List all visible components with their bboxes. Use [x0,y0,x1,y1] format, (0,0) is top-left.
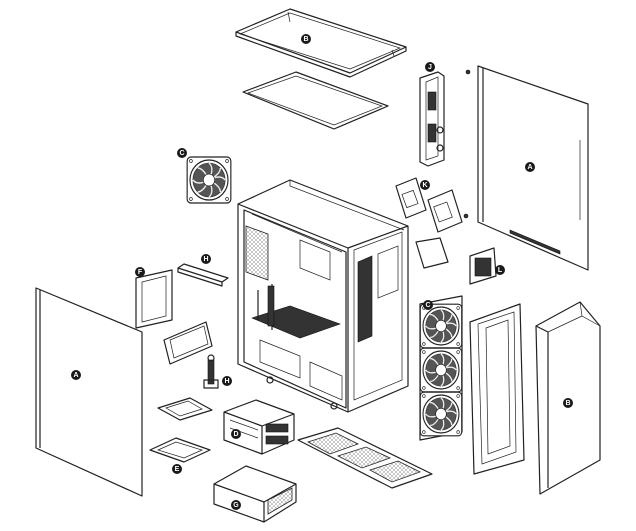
dust-filter-sheet [242,71,389,130]
bottom-filter [297,427,433,489]
svg-text:E: E [175,466,180,473]
hdd-cage [223,399,295,455]
callout-h-top: H [201,254,211,264]
svg-text:G: G [233,502,239,509]
svg-text:K: K [422,182,427,189]
radiator-bracket [419,69,471,219]
callout-j: J [425,62,435,72]
callout-c-front: C [423,300,433,310]
svg-text:C: C [425,302,430,309]
callout-b-top: B [301,34,311,44]
callout-f: F [135,267,145,277]
bracket-h [177,263,229,287]
svg-text:A: A [73,372,78,379]
svg-text:B: B [303,36,308,43]
plate-e [149,437,211,463]
callout-a-left: A [71,370,81,380]
svg-text:H: H [224,378,229,385]
callout-a-right: A [525,162,535,172]
standoff-h [203,354,219,389]
fan-panel-k [395,177,463,233]
chassis [237,179,409,413]
callout-e: E [172,464,182,474]
svg-text:C: C [179,150,184,157]
svg-text:L: L [498,267,503,274]
svg-text:D: D [233,431,238,438]
callout-k: K [420,180,430,190]
psu-shroud [213,465,297,523]
svg-text:F: F [138,269,143,276]
callout-h-standoff: H [222,376,232,386]
mount-plate [415,237,497,285]
callout-l: L [495,265,505,275]
svg-text:H: H [203,256,208,263]
top-cover [235,8,407,78]
callout-d: D [231,429,241,439]
callout-b-front: B [563,398,573,408]
svg-text:J: J [428,64,432,71]
ssd-tray [157,397,213,421]
top-fan [186,156,232,204]
svg-text:A: A [527,164,532,171]
front-filter-frame [469,303,525,475]
drive-bay-f [135,269,173,329]
side-panel-left [35,287,143,497]
svg-text:B: B [565,400,570,407]
front-fans [419,295,463,441]
radiator-plate [163,321,213,365]
callout-g: G [231,500,241,510]
callout-c-top: C [177,148,187,158]
